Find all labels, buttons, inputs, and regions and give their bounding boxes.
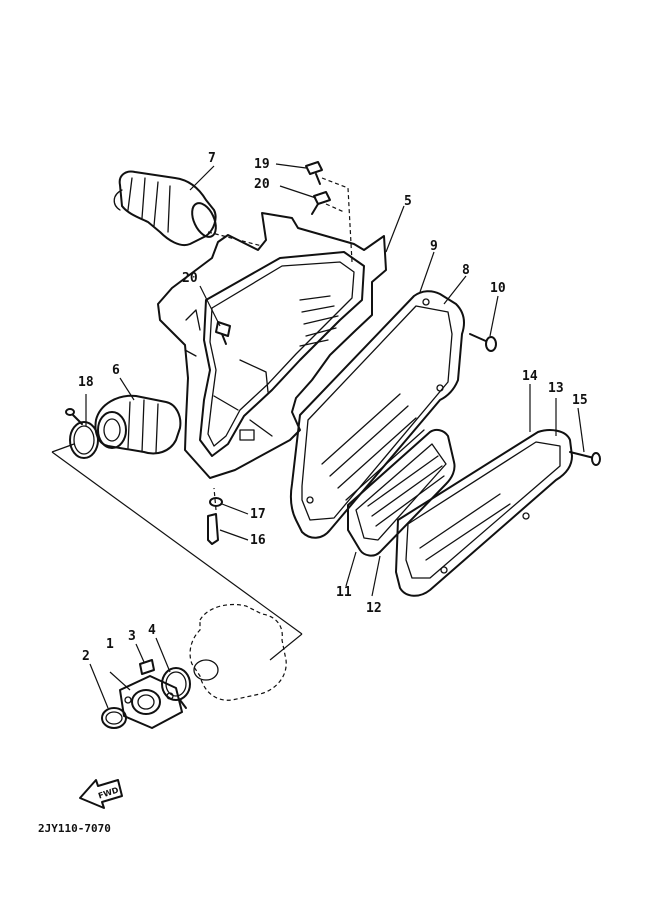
callout-4: 4 (148, 623, 156, 638)
intake-duct-part-7 (113, 170, 217, 246)
callout-10: 10 (490, 281, 506, 296)
clamp-part-4 (161, 667, 191, 709)
callout-18: 18 (78, 375, 94, 390)
callout-20-top: 20 (254, 177, 270, 192)
forward-direction-arrow: FWD (79, 779, 123, 809)
joint-part-6 (94, 394, 182, 455)
bolt-part-19 (305, 161, 323, 185)
callout-1: 1 (106, 637, 114, 652)
callout-6: 6 (112, 363, 120, 378)
callout-17: 17 (250, 507, 266, 522)
clamp-part-18 (65, 408, 99, 459)
case-cap-part-13 (395, 429, 573, 597)
screw-part-10 (469, 333, 497, 352)
air-cleaner-case-part-5 (157, 212, 387, 479)
callout-7: 7 (208, 151, 216, 166)
callout-8: 8 (462, 263, 470, 278)
element-case-part-8 (289, 290, 465, 539)
callout-5: 5 (404, 194, 412, 209)
callout-11: 11 (336, 585, 352, 600)
bolt-part-20-side (215, 321, 231, 345)
callout-2: 2 (82, 649, 90, 664)
callout-12: 12 (366, 601, 382, 616)
callout-3: 3 (128, 629, 136, 644)
callout-13: 13 (548, 381, 564, 396)
callout-14: 14 (522, 369, 538, 384)
callout-9: 9 (430, 239, 438, 254)
callout-16: 16 (250, 533, 266, 548)
clip-part-17 (209, 497, 223, 507)
bolt-part-20-top (311, 191, 331, 215)
callout-labels: 7 19 20 5 9 8 10 20 6 18 14 13 15 17 16 … (78, 151, 588, 664)
callout-15: 15 (572, 393, 588, 408)
callout-19: 19 (254, 157, 270, 172)
filter-element-part-11 (347, 428, 456, 557)
carburetor-phantom-outline (189, 603, 287, 701)
callout-20-side: 20 (182, 271, 198, 286)
drawing-code: 2JY110-7070 (38, 822, 111, 835)
drain-part-16 (207, 513, 219, 545)
o-ring-part-2 (101, 707, 127, 729)
carburetor-joint-part-1 (119, 675, 183, 729)
callout-leaders (85, 163, 585, 709)
assembly-guide-lines (51, 177, 353, 661)
screw-part-15 (569, 451, 601, 466)
screw-part-3 (139, 659, 155, 675)
